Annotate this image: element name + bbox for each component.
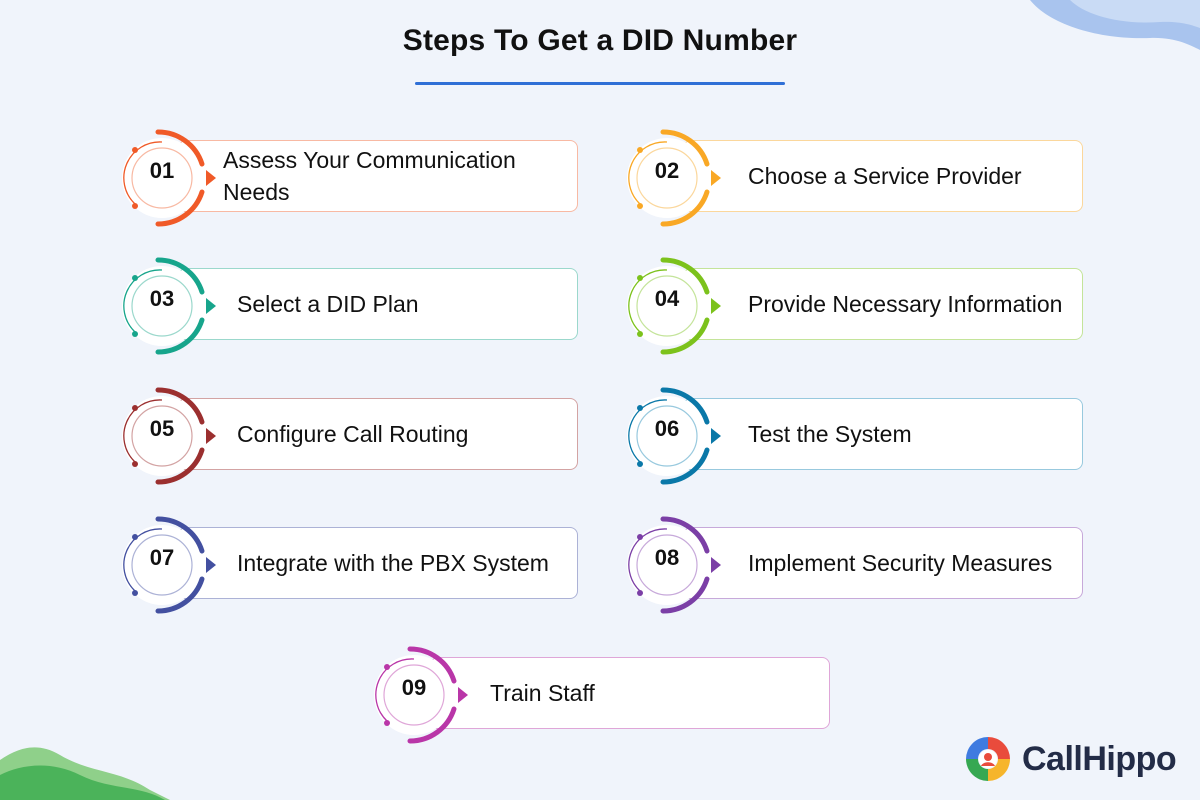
step-01: Assess Your Communication Needs 01 <box>118 128 588 228</box>
callhippo-logo: CallHippo <box>962 733 1177 785</box>
step-number: 02 <box>654 158 680 183</box>
step-card <box>430 657 830 729</box>
step-label: Implement Security Measures <box>748 549 1053 576</box>
step-card <box>683 398 1083 470</box>
step-08: Implement Security Measures 08 <box>623 515 1093 615</box>
step-07: Integrate with the PBX System 07 <box>118 515 588 615</box>
step-02: Choose a Service Provider 02 <box>623 128 1093 228</box>
step-number: 01 <box>149 158 175 183</box>
step-label: Train Staff <box>490 679 595 706</box>
step-number: 06 <box>654 416 680 441</box>
step-06: Test the System 06 <box>623 386 1093 486</box>
step-card <box>683 527 1083 599</box>
step-ring-icon <box>374 646 468 744</box>
page-title: Steps To Get a DID Number <box>402 24 798 57</box>
step-card <box>178 140 578 212</box>
step-number: 08 <box>654 545 680 570</box>
step-ring-icon <box>627 129 721 227</box>
step-03: Select a DID Plan 03 <box>118 256 588 356</box>
step-label: Configure Call Routing <box>237 420 469 447</box>
step-label: Integrate with the PBX System <box>237 549 549 576</box>
step-ring-icon <box>122 387 216 485</box>
step-ring-icon <box>627 257 721 355</box>
step-label: Choose a Service Provider <box>748 162 1022 189</box>
step-ring-icon <box>627 387 721 485</box>
top-right-blob <box>1030 0 1200 50</box>
logo-text: CallHippo <box>1022 739 1177 778</box>
step-card <box>683 140 1083 212</box>
step-ring-icon <box>122 257 216 355</box>
step-number: 05 <box>149 416 175 441</box>
step-ring-icon <box>122 129 216 227</box>
step-number: 09 <box>401 675 427 700</box>
step-card <box>178 268 578 340</box>
bottom-left-blob <box>0 747 170 800</box>
step-card <box>178 527 578 599</box>
step-ring-icon <box>122 516 216 614</box>
step-04: Provide Necessary Information 04 <box>623 256 1093 356</box>
callhippo-logo-icon <box>966 737 1010 781</box>
step-card <box>178 398 578 470</box>
step-label: Select a DID Plan <box>237 290 419 317</box>
title-underline <box>415 82 785 85</box>
step-label: Test the System <box>748 420 912 447</box>
step-number: 07 <box>149 545 175 570</box>
step-number: 03 <box>149 286 175 311</box>
step-label: Assess Your Communication Needs <box>223 146 516 205</box>
step-ring-icon <box>627 516 721 614</box>
step-09: Train Staff 09 <box>370 645 840 745</box>
step-number: 04 <box>654 286 680 311</box>
step-label: Provide Necessary Information <box>748 290 1063 317</box>
step-card <box>683 268 1083 340</box>
step-05: Configure Call Routing 05 <box>118 386 588 486</box>
